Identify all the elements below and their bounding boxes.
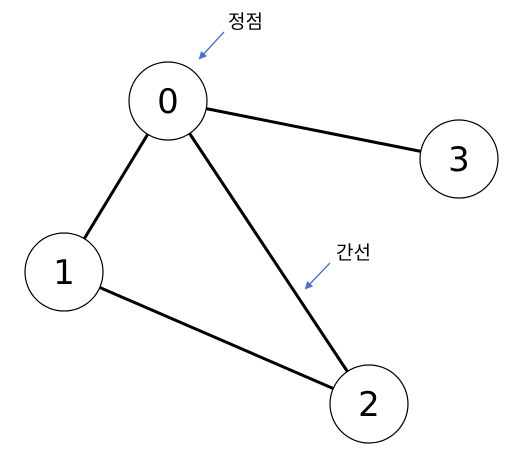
node-circle [419,119,499,199]
node-circle [24,232,104,312]
edge-1-2 [98,286,335,390]
node-label: 0 [157,82,179,122]
edge-arrow-icon [304,262,331,290]
edge-annotation: 간선 [304,242,371,290]
node-0: 0 [128,61,208,141]
nodes-layer: 0 1 2 3 [24,61,499,444]
node-label: 1 [53,253,75,293]
node-label: 3 [448,140,470,180]
node-2: 2 [329,364,409,444]
edge-0-3 [204,107,423,153]
node-circle [329,364,409,444]
node-3: 3 [419,119,499,199]
vertex-annotation: 정점 [198,11,263,60]
edges-layer [82,107,423,390]
vertex-arrow-icon [198,31,225,60]
edge-0-2 [188,132,349,373]
node-label: 2 [358,385,380,425]
edge-0-1 [82,132,150,241]
node-1: 1 [24,232,104,312]
edge-annotation-label: 간선 [336,242,371,264]
vertex-annotation-label: 정점 [228,11,263,33]
node-circle [128,61,208,141]
